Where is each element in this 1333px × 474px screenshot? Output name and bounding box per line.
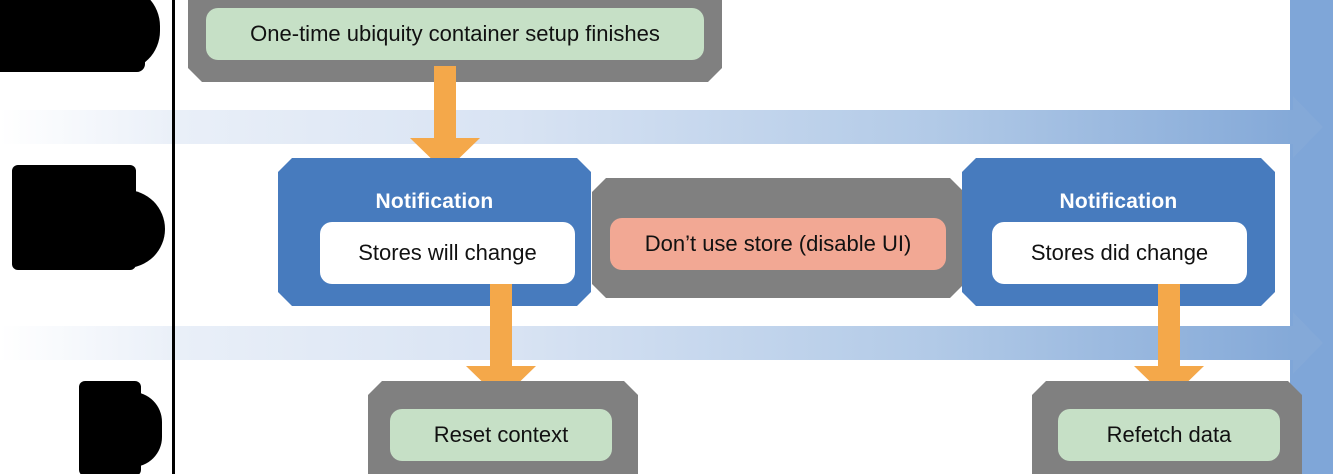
timeline-band-upper bbox=[0, 96, 1323, 158]
node-stores-did-change-title: Notification bbox=[1059, 190, 1178, 213]
node-stores-will-change-title: Notification bbox=[375, 190, 494, 213]
redaction-row-3b bbox=[90, 392, 162, 467]
redaction-row-1b bbox=[0, 40, 145, 72]
node-reset-context-label: Reset context bbox=[390, 409, 612, 461]
node-refetch-data-label: Refetch data bbox=[1058, 409, 1280, 461]
redaction-row-2b bbox=[40, 190, 165, 268]
node-setup-label: One-time ubiquity container setup finish… bbox=[206, 8, 704, 60]
node-disable-ui-label: Don’t use store (disable UI) bbox=[610, 218, 946, 270]
node-stores-did-change-label: Stores did change bbox=[992, 222, 1247, 284]
swimlane-divider-rule bbox=[172, 0, 175, 474]
timeline-band-lower-arrowhead-icon bbox=[1293, 312, 1323, 374]
timeline-band-lower bbox=[0, 312, 1323, 374]
timeline-band-upper-arrowhead-icon bbox=[1293, 96, 1323, 158]
node-stores-will-change-label: Stores will change bbox=[320, 222, 575, 284]
